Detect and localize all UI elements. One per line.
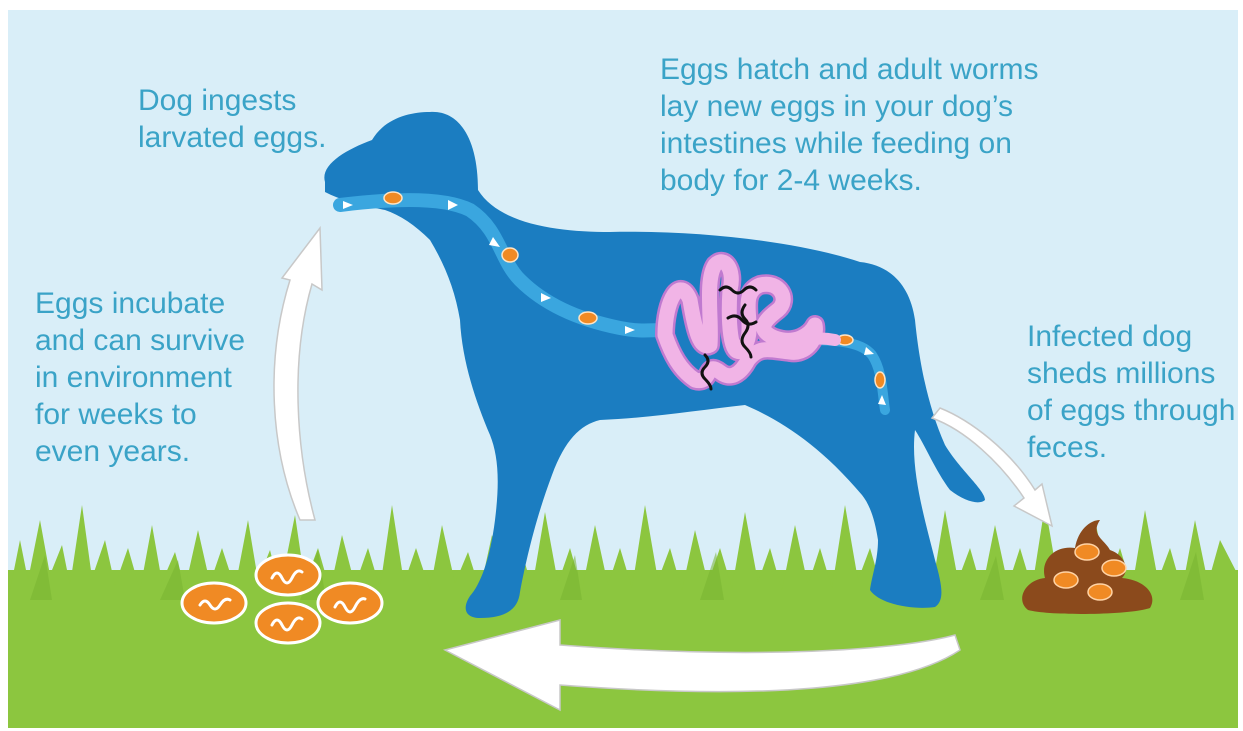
caption-ingest: Dog ingests larvated eggs. [138,82,326,156]
egg-icon [182,583,246,623]
caption-hatch: Eggs hatch and adult worms lay new eggs … [660,51,1039,199]
egg-icon [318,583,382,623]
egg-icon [256,555,320,595]
egg-icon [256,603,320,643]
caption-incubate: Eggs incubate and can survive in environ… [35,285,245,470]
caption-shed: Infected dog sheds millions of eggs thro… [1027,318,1236,466]
